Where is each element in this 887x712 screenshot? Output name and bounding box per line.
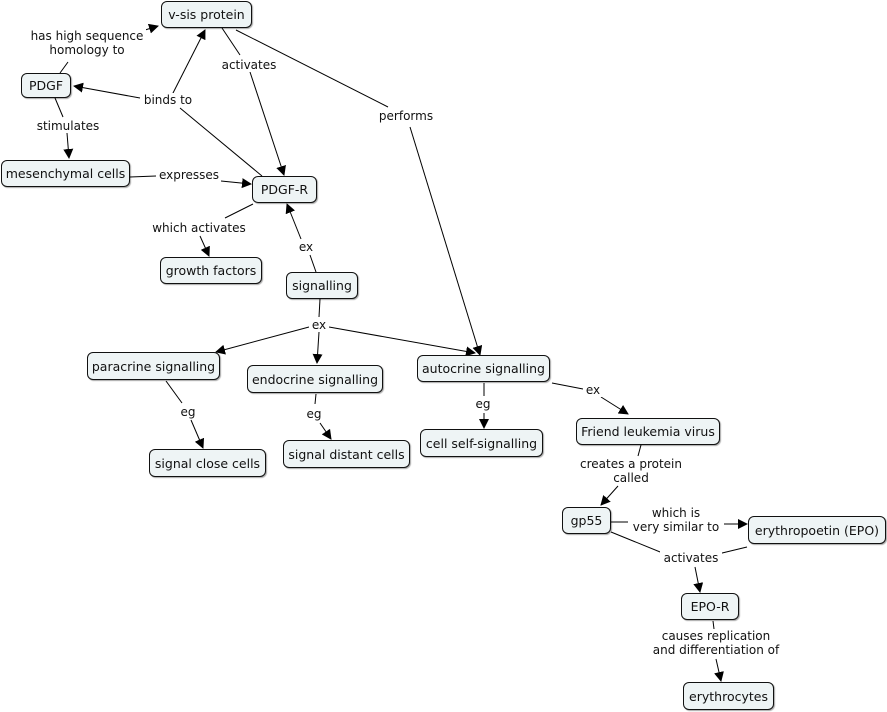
link-label-activates-gp55: activates: [660, 551, 722, 565]
node-vsis-protein[interactable]: v-sis protein: [161, 1, 252, 28]
connector-ex2-paracrine: [215, 326, 310, 355]
node-epo-r[interactable]: EPO-R: [681, 593, 739, 620]
node-erythrocytes[interactable]: erythrocytes: [683, 682, 774, 710]
node-mesenchymal-cells[interactable]: mesenchymal cells: [1, 160, 130, 187]
link-label-eg-endocrine: eg: [304, 407, 324, 421]
connector-expresses-pdgfr: [220, 178, 252, 189]
node-friend-leukemia-virus[interactable]: Friend leukemia virus: [576, 418, 720, 445]
connector-ex2-autocrine: [328, 326, 476, 357]
link-label-performs: performs: [376, 109, 436, 123]
link-label-which-activates: which activates: [150, 221, 248, 235]
link-label-expresses: expresses: [157, 168, 221, 182]
link-label-ex-pdgfr: ex: [296, 240, 316, 254]
link-label-causes-replication: causes replication and differentiation o…: [648, 629, 784, 657]
link-label-ex-autocrine: ex: [583, 383, 603, 397]
connector-epo-activates: [717, 546, 748, 555]
connector-stimulates-mesenchymal: [63, 132, 74, 159]
connector-signalling-ex: [309, 254, 317, 273]
connector-pdgfr-whichactivates: [224, 203, 254, 219]
connector-causes-erythrocytes: [714, 658, 724, 682]
link-label-ex-signalling: ex: [309, 318, 329, 332]
connector-ex2-endocrine: [312, 331, 323, 364]
connector-activates-epor: [693, 566, 704, 593]
connector-paracrine-eg: [165, 380, 183, 404]
link-label-eg-autocrine: eg: [473, 397, 493, 411]
node-growth-factors[interactable]: growth factors: [160, 257, 262, 284]
connector-pdgf-homology: [59, 61, 69, 74]
connector-bindsto-pdgf: [73, 82, 141, 99]
connector-bindsto-vsis: [171, 29, 206, 96]
connector-autocrine-ex: [551, 382, 584, 390]
connector-eg-distant: [319, 422, 332, 440]
connector-endocrine-eg: [314, 393, 317, 405]
node-gp55[interactable]: gp55: [562, 507, 611, 534]
connector-performs-autocrine: [409, 126, 483, 356]
node-endocrine-signalling[interactable]: endocrine signalling: [247, 365, 383, 393]
connector-eg-close: [190, 419, 205, 449]
node-cell-self-signalling[interactable]: cell self-signalling: [420, 429, 543, 457]
connector-friend-creates: [637, 444, 642, 457]
connector-mesenchymal-expresses: [129, 175, 157, 178]
node-pdgf-r[interactable]: PDGF-R: [252, 176, 317, 203]
link-label-creates-protein: creates a protein called: [573, 457, 689, 485]
connector-whichactivates-growth: [199, 235, 210, 257]
link-label-activates-top: activates: [219, 58, 279, 72]
node-signal-distant-cells[interactable]: signal distant cells: [283, 440, 410, 468]
connector-ex-friend: [600, 396, 629, 415]
connector-activates-pdgfr: [249, 71, 286, 176]
link-label-very-similar: which is very similar to: [628, 506, 724, 534]
connector-ex-pdgfr: [285, 203, 302, 240]
link-label-eg-paracrine: eg: [178, 405, 198, 419]
node-signal-close-cells[interactable]: signal close cells: [149, 449, 266, 477]
connector-creates-gp55: [600, 485, 619, 506]
connector-signalling-ex2: [318, 298, 321, 318]
link-label-binds-to: binds to: [141, 93, 195, 107]
node-erythropoetin-epo[interactable]: erythropoetin (EPO): [748, 516, 886, 544]
connector-epor-causes: [712, 620, 715, 630]
connector-vsis-activates: [221, 27, 241, 56]
connector-pdgfr-bindsto: [179, 107, 263, 177]
node-signalling[interactable]: signalling: [286, 272, 358, 299]
node-pdgf[interactable]: PDGF: [21, 73, 71, 98]
node-autocrine-signalling[interactable]: autocrine signalling: [417, 355, 550, 382]
connector-pdgf-stimulates: [54, 97, 64, 118]
node-paracrine-signalling[interactable]: paracrine signalling: [87, 352, 220, 380]
link-label-stimulates: stimulates: [34, 119, 102, 133]
connector-vsis-performs: [235, 29, 389, 108]
link-label-homology: has high sequence homology to: [28, 29, 146, 57]
